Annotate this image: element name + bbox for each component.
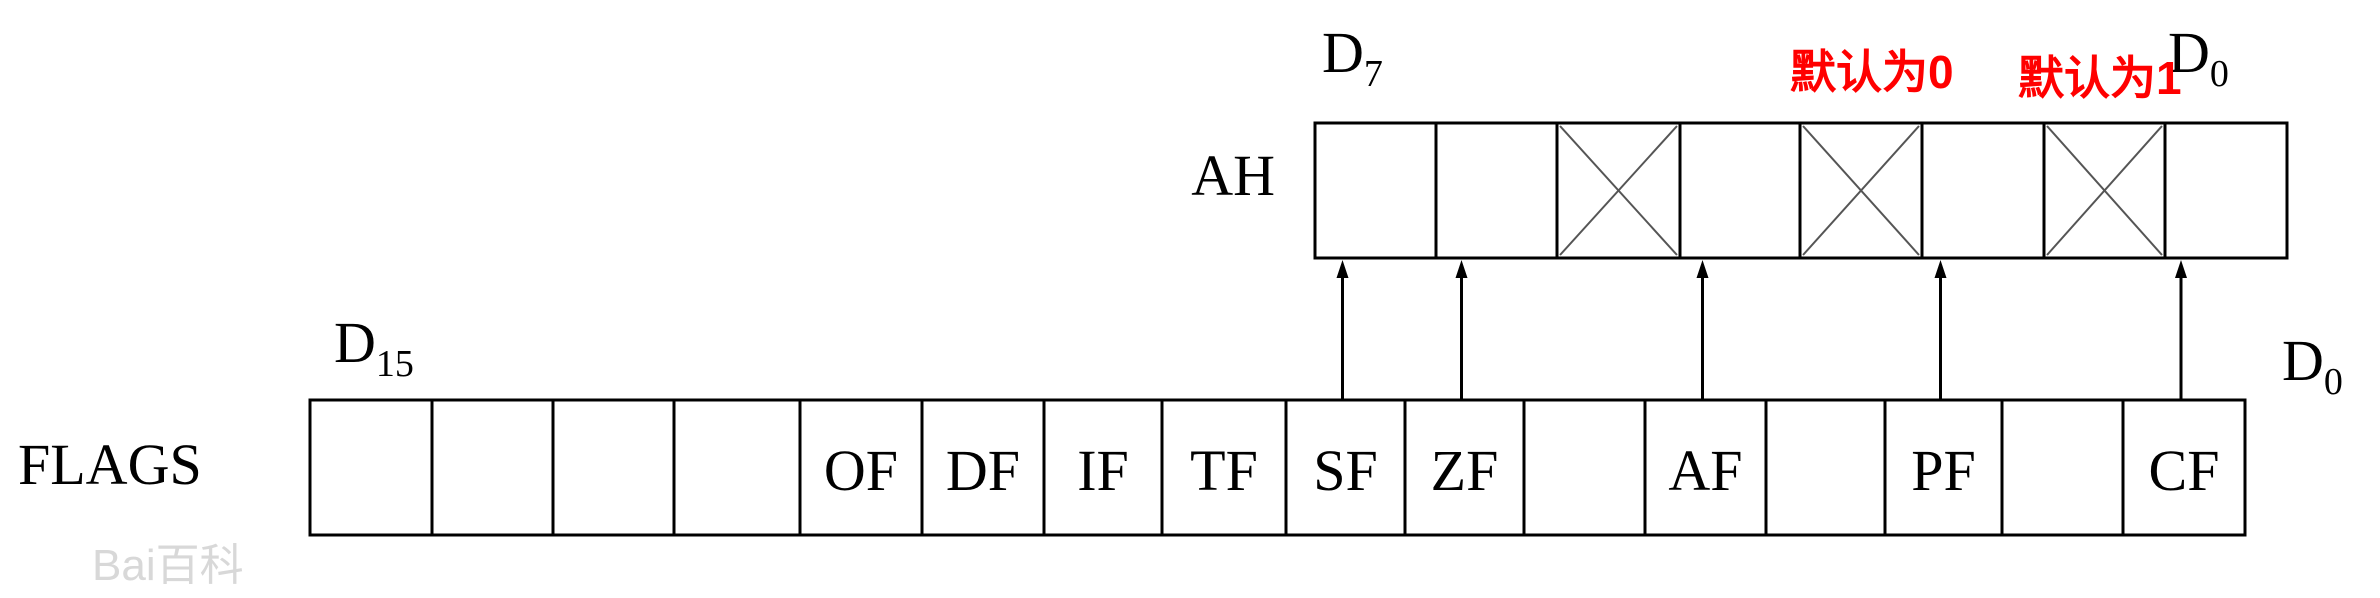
arrow-head-icon: [2175, 260, 2187, 278]
reserved-cross-icon: [1802, 125, 1920, 256]
ah-bit-cell: [2042, 121, 2167, 260]
ah-lsb-label: D0: [2168, 20, 2229, 95]
reserved-cross-icon: [2046, 125, 2163, 256]
default-one-annotation: 默认为1: [2018, 52, 2182, 104]
flags-cell-label: TF: [1190, 438, 1258, 503]
ah-msb-label: D7: [1322, 20, 1383, 95]
ah-bit-cell: [1798, 121, 1924, 260]
ah-bit-cell: [1555, 121, 1682, 260]
flags-cell-box: [551, 398, 676, 537]
ah-register-label: AH: [1191, 143, 1275, 208]
flags-bit-cell: [551, 398, 676, 537]
arrow-head-icon: [1455, 260, 1468, 278]
flags-bit-cell: SF: [1284, 398, 1407, 537]
flags-bit-cell: AF: [1643, 398, 1768, 537]
baidu-watermark: Bai百科: [92, 541, 244, 590]
flags-cell-label: SF: [1313, 438, 1378, 503]
ah-cell-box: [2163, 121, 2289, 260]
arrow-head-icon: [1336, 260, 1349, 278]
flags-cell-label: OF: [824, 438, 898, 503]
flags-bit-cell: [430, 398, 555, 537]
ah-cell-box: [1678, 121, 1802, 260]
mapping-arrows: [1336, 260, 2187, 400]
flags-bit-cell: IF: [1042, 398, 1164, 537]
flags-cell-box: [672, 398, 802, 537]
arrow-head-icon: [1934, 260, 1947, 278]
ah-bit-cell: [2163, 121, 2289, 260]
ah-bit-cell: [1434, 121, 1559, 260]
flags-bit-cell: ZF: [1403, 398, 1526, 537]
ah-cell-box: [1434, 121, 1559, 260]
flags-bit-cell: [1522, 398, 1647, 537]
flags-cell-label: ZF: [1431, 438, 1499, 503]
flags-cell-box: [308, 398, 434, 537]
flags-register-label: FLAGS: [18, 432, 202, 497]
ah-bit-cell: [1920, 121, 2046, 260]
flags-register: FLAGS D15 D0 OF DF IF TF SF ZF AF PF CF: [18, 310, 2343, 537]
flags-cell-box: [2121, 398, 2247, 537]
flags-bit-cell: [672, 398, 802, 537]
flags-bit-cell: PF: [1883, 398, 2004, 537]
flag-mapping-arrow: [2175, 260, 2187, 400]
flags-cell-label: CF: [2149, 438, 2220, 503]
flags-bit-cell: TF: [1160, 398, 1288, 537]
flags-cell-label: AF: [1668, 438, 1742, 503]
flags-cell-box: [1522, 398, 1647, 537]
flags-cell-box: [430, 398, 555, 537]
ah-bit-cell: [1678, 121, 1802, 260]
ah-register: AH D7 D0: [1191, 20, 2289, 260]
flags-cell-box: [1764, 398, 1887, 537]
flags-bit-cell: CF: [2121, 398, 2247, 537]
flags-bit-cell: [308, 398, 434, 537]
arrow-head-icon: [1696, 260, 1709, 278]
flag-mapping-arrow: [1934, 260, 1947, 400]
flag-mapping-arrow: [1696, 260, 1709, 400]
flags-cell-label: IF: [1077, 438, 1129, 503]
flags-lsb-label: D0: [2282, 328, 2343, 403]
flags-bit-cell: [1764, 398, 1887, 537]
reserved-cross-icon: [1559, 125, 1678, 256]
flags-cell-label: DF: [946, 438, 1020, 503]
ah-cell-box: [1920, 121, 2046, 260]
flags-cell-label: PF: [1911, 438, 1976, 503]
flags-bit-cell: OF: [798, 398, 924, 537]
flags-bit-cell: [2000, 398, 2125, 537]
flags-cell-box: [2000, 398, 2125, 537]
ah-cell-box: [1313, 121, 1438, 260]
flag-mapping-arrow: [1336, 260, 1349, 400]
flags-bit-cell: DF: [920, 398, 1046, 537]
default-zero-annotation: 默认为0: [1790, 46, 1954, 98]
flag-mapping-arrow: [1455, 260, 1468, 400]
flags-msb-label: D15: [334, 310, 414, 385]
ah-bit-cell: [1313, 121, 1438, 260]
